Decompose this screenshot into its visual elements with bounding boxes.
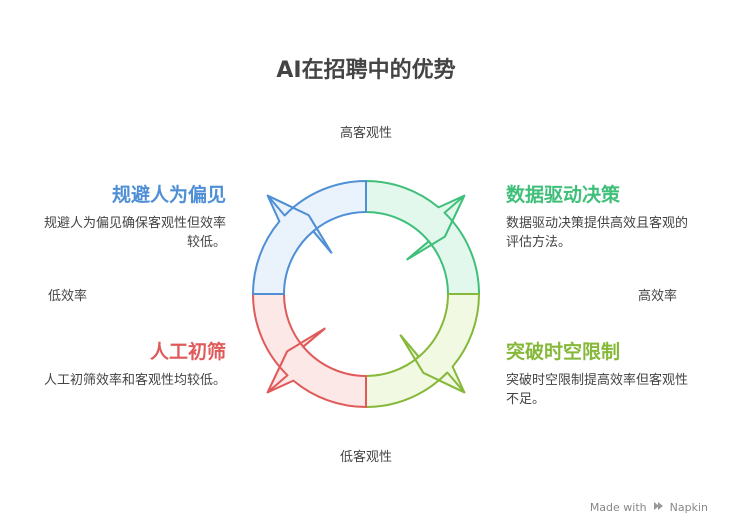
axis-label-right: 高效率 <box>638 289 678 304</box>
quadrant-top-left-title: 规避人为偏见 <box>111 184 226 206</box>
axis-label-left: 低效率 <box>48 289 88 304</box>
brand-text: Napkin <box>669 501 708 514</box>
segment-top-left-arrow <box>266 180 367 254</box>
footer-credit: Made with Napkin <box>590 501 708 514</box>
made-with-text: Made with <box>589 501 647 514</box>
axis-label-bottom: 低客观性 <box>339 450 392 465</box>
page-title: AI在招聘中的优势 <box>276 58 456 83</box>
quadrant-bottom-right-title: 突破时空限制 <box>506 341 621 363</box>
quadrant-top-left-desc: 规避人为偏见确保客观性但效率较低。 <box>43 216 226 250</box>
quadrant-bottom-left-title: 人工初筛 <box>149 341 226 363</box>
quadrant-bottom-right-desc: 突破时空限制提高效率但客观性不足。 <box>506 373 689 407</box>
axis-label-top: 高客观性 <box>339 126 392 141</box>
quadrant-bottom-left-desc: 人工初筛效率和客观性均较低。 <box>43 373 226 388</box>
napkin-logo-icon <box>653 501 664 514</box>
quadrant-top-right-desc: 数据驱动决策提供高效且客观的评估方法。 <box>506 216 689 250</box>
quadrant-top-right-title: 数据驱动决策 <box>506 184 621 206</box>
